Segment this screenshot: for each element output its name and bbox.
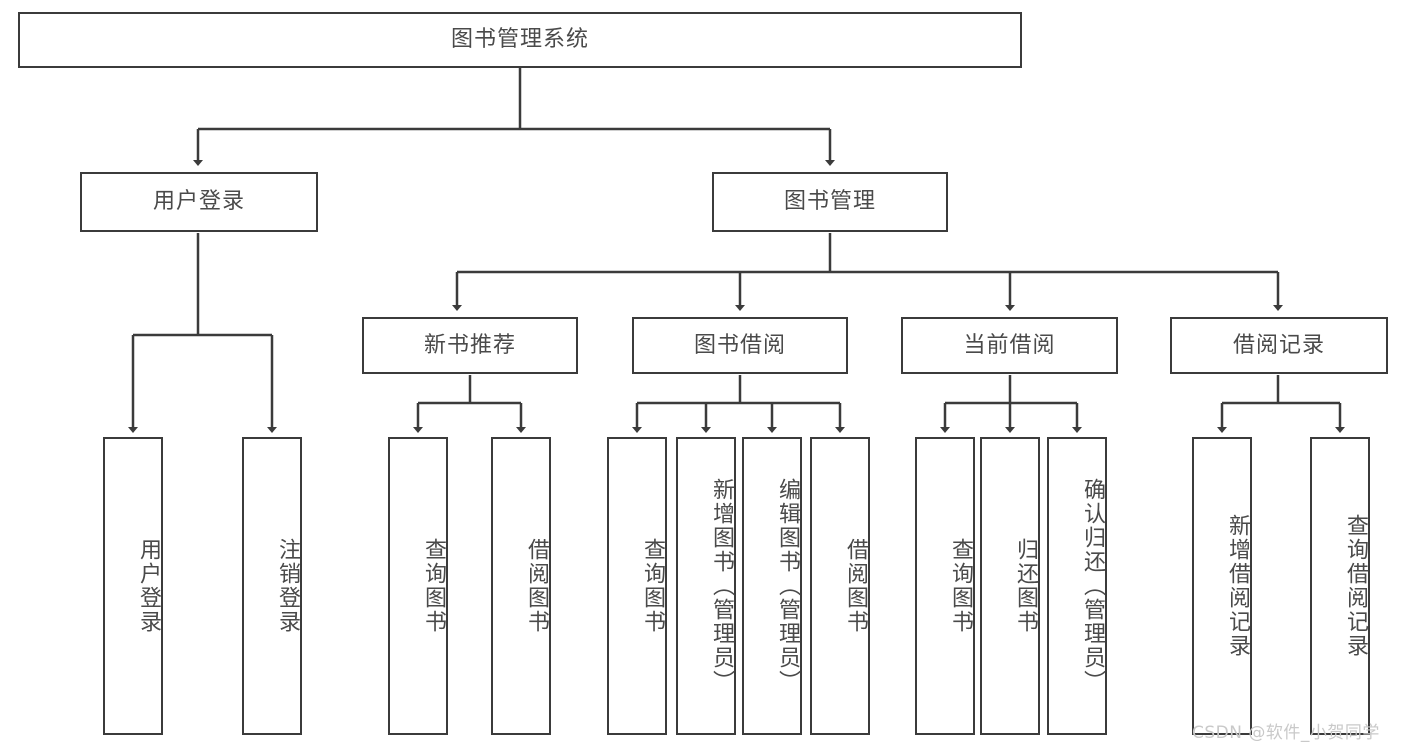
leaf-record-add[interactable]: 新增借阅记录 — [1192, 437, 1252, 735]
node-label: 借阅图书 — [843, 538, 868, 634]
node-borrow-record[interactable]: 借阅记录 — [1170, 317, 1388, 374]
node-label: 新书推荐 — [423, 332, 516, 358]
leaf-record-query[interactable]: 查询借阅记录 — [1310, 437, 1370, 735]
node-label: 用户登录 — [136, 538, 161, 634]
node-label: 确认归还（管理员） — [1080, 478, 1105, 694]
leaf-new-book-query[interactable]: 查询图书 — [388, 437, 448, 735]
node-label: 查询借阅记录 — [1343, 514, 1368, 658]
node-label: 新增借阅记录 — [1225, 514, 1250, 658]
node-label: 查询图书 — [421, 538, 446, 634]
leaf-borrow-query-book[interactable]: 查询图书 — [607, 437, 667, 735]
leaf-new-book-borrow[interactable]: 借阅图书 — [491, 437, 551, 735]
leaf-user-login[interactable]: 用户登录 — [103, 437, 163, 735]
leaf-current-query-book[interactable]: 查询图书 — [915, 437, 975, 735]
node-label: 新增图书（管理员） — [709, 478, 734, 694]
node-book-management[interactable]: 图书管理 — [712, 172, 948, 232]
leaf-borrow-add-book[interactable]: 新增图书（管理员） — [676, 437, 736, 735]
leaf-current-confirm-return[interactable]: 确认归还（管理员） — [1047, 437, 1107, 735]
node-label: 注销登录 — [275, 538, 300, 634]
node-label: 用户登录 — [152, 189, 245, 215]
node-label: 归还图书 — [1013, 538, 1038, 634]
node-user-login[interactable]: 用户登录 — [80, 172, 318, 232]
node-label: 图书管理系统 — [450, 27, 589, 53]
node-label: 图书管理 — [783, 189, 876, 215]
node-label: 借阅图书 — [524, 538, 549, 634]
node-label: 查询图书 — [948, 538, 973, 634]
node-label: 查询图书 — [640, 538, 665, 634]
node-label: 借阅记录 — [1232, 332, 1325, 358]
leaf-current-return-book[interactable]: 归还图书 — [980, 437, 1040, 735]
node-label: 编辑图书（管理员） — [775, 478, 800, 694]
leaf-borrow-borrow-book[interactable]: 借阅图书 — [810, 437, 870, 735]
leaf-logout[interactable]: 注销登录 — [242, 437, 302, 735]
node-current-borrow[interactable]: 当前借阅 — [901, 317, 1118, 374]
node-root-system[interactable]: 图书管理系统 — [18, 12, 1022, 68]
leaf-borrow-edit-book[interactable]: 编辑图书（管理员） — [742, 437, 802, 735]
csdn-watermark: CSDN @软件_小贺同学 — [1192, 723, 1380, 743]
node-label: 当前借阅 — [963, 332, 1056, 358]
node-label: 图书借阅 — [693, 332, 786, 358]
node-book-borrow[interactable]: 图书借阅 — [632, 317, 848, 374]
node-new-book-recommend[interactable]: 新书推荐 — [362, 317, 578, 374]
